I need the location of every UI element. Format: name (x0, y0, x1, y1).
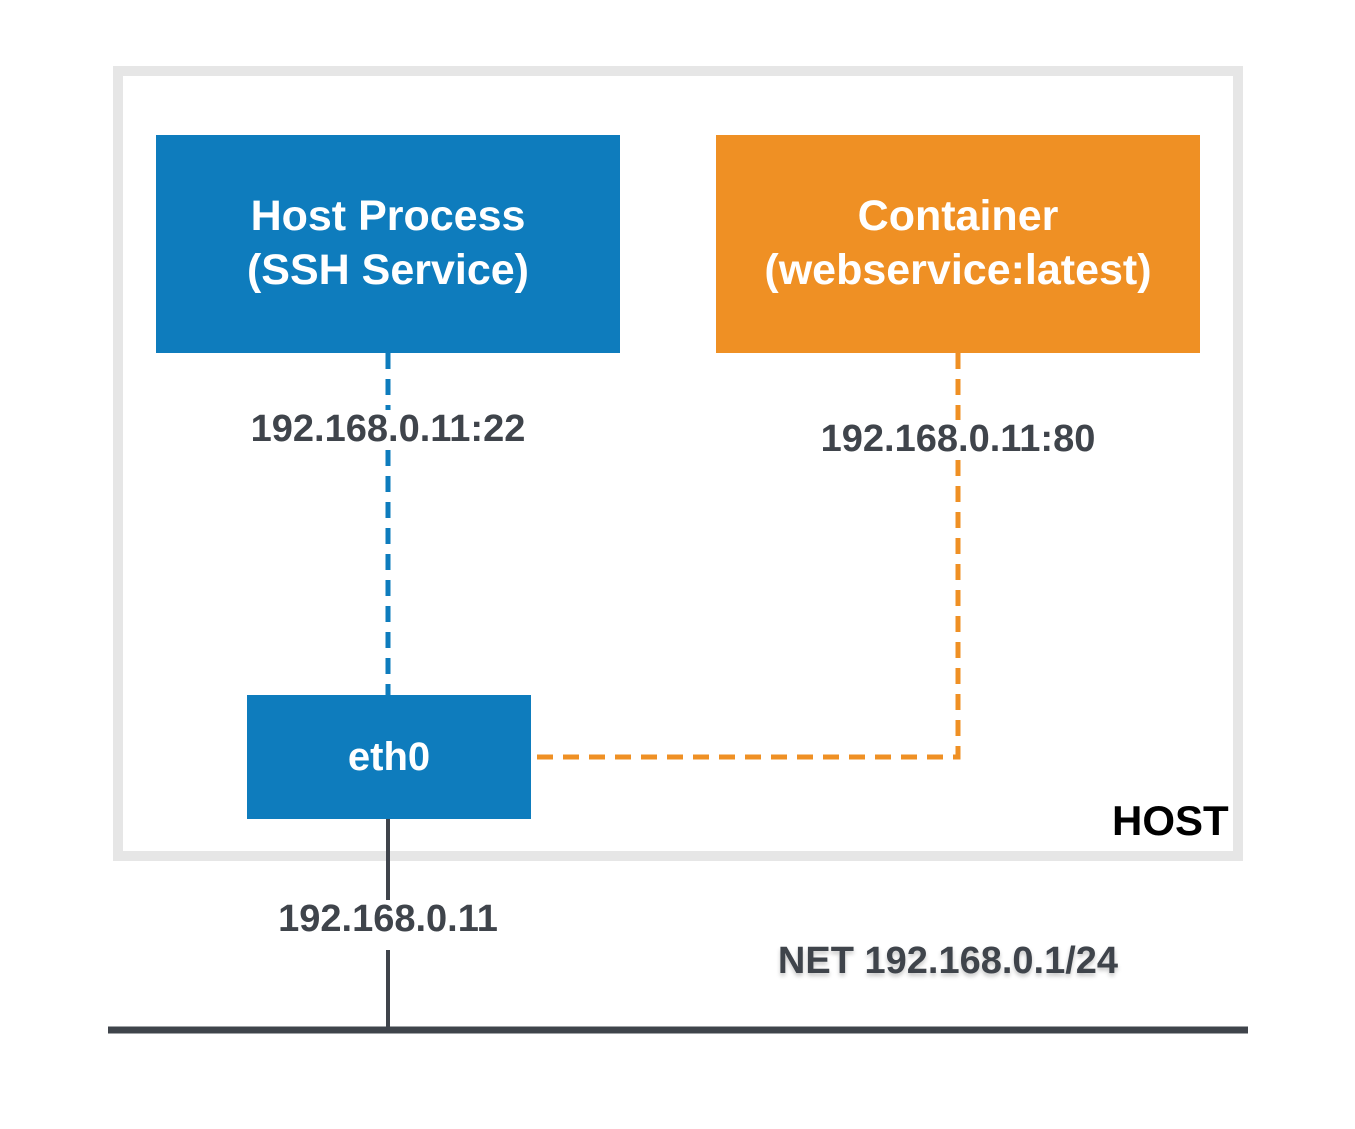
ssh-endpoint-label: 192.168.0.11:22 (250, 408, 526, 450)
container-box: Container (webservice:latest) (716, 135, 1200, 353)
host-process-box: Host Process (SSH Service) (156, 135, 620, 353)
eth0-box: eth0 (247, 695, 531, 819)
host-ip-label: 192.168.0.11 (278, 898, 498, 940)
container-title: Container (857, 192, 1059, 241)
host-boundary (113, 66, 1243, 861)
web-endpoint-label: 192.168.0.11:80 (820, 418, 1096, 460)
web-link-lower (531, 460, 961, 760)
container-subtitle: (webservice:latest) (764, 246, 1152, 294)
host-process-title: Host Process (250, 192, 526, 241)
host-label: HOST (1112, 797, 1229, 844)
host-process-subtitle: (SSH Service) (246, 246, 530, 294)
eth0-label: eth0 (347, 735, 431, 779)
network-label: NET 192.168.0.1/24 (777, 940, 1119, 982)
